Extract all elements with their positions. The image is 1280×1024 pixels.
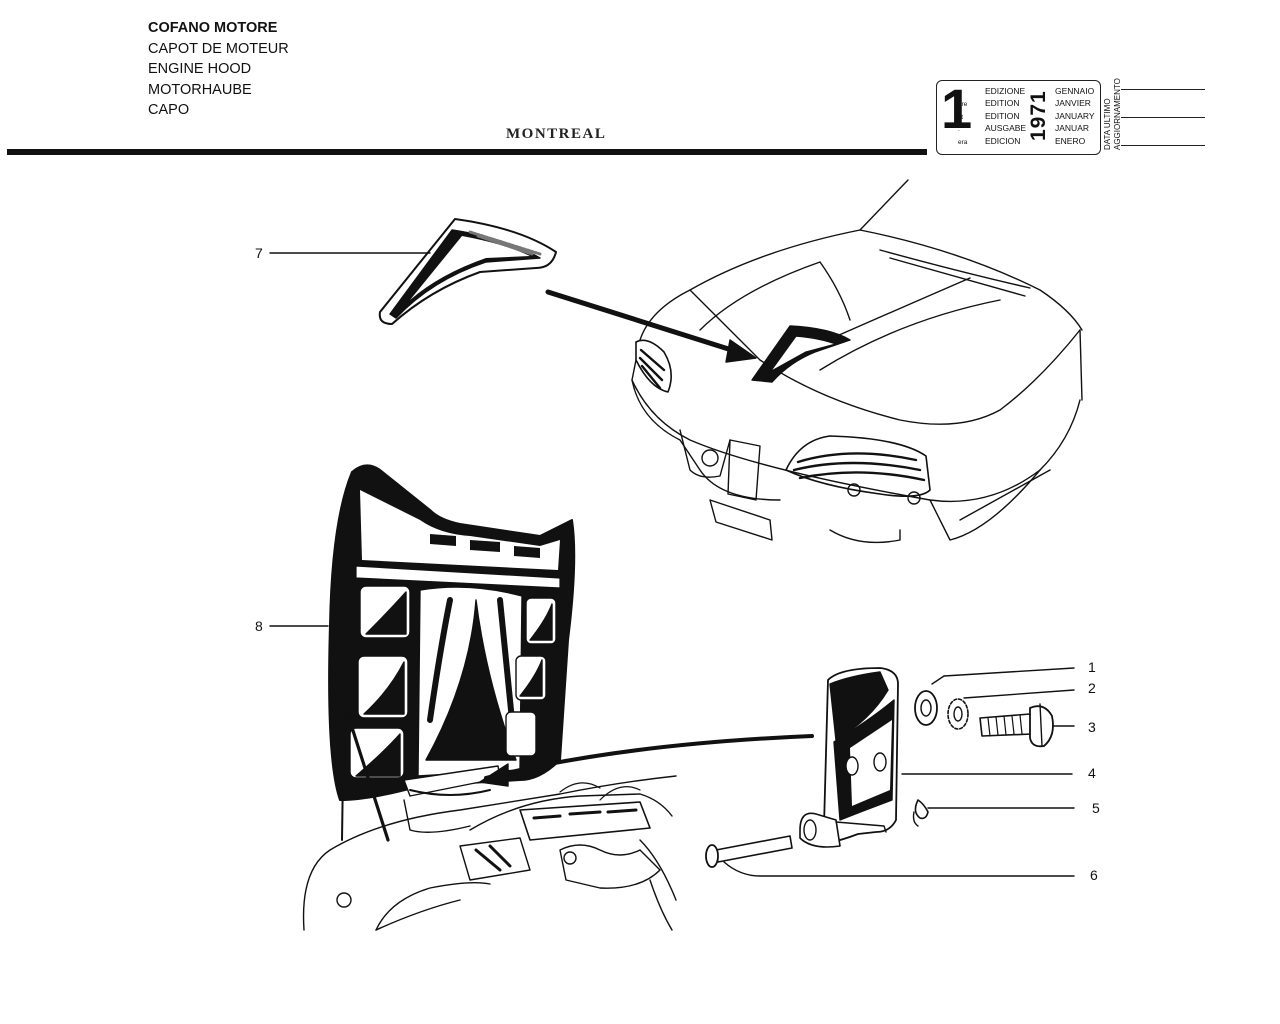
leader-line-6 [723, 861, 1075, 877]
edition-month: ENERO [1055, 135, 1086, 146]
model-name: MONTREAL [506, 126, 607, 142]
car-front-illustration [631, 179, 1083, 544]
callout-4: 4 [1088, 765, 1096, 781]
callout-3: 3 [1088, 719, 1096, 735]
title-block: COFANO MOTORE CAPOT DE MOTEUR ENGINE HOO… [148, 18, 289, 121]
hood-vent-scoop-part [378, 218, 557, 325]
header-rule [7, 149, 927, 155]
edition-label: AUSGABE [985, 123, 1027, 134]
prop-rod-2 [341, 699, 345, 841]
arrow-head [725, 339, 757, 363]
arrow-7-to-car [545, 289, 741, 355]
clip-part [912, 799, 929, 827]
edition-suffix: st [958, 114, 964, 121]
edition-suffix: era [958, 139, 968, 146]
callout-1: 1 [1088, 659, 1096, 675]
edition-suffix: a [958, 89, 962, 96]
lock-washer-part [947, 698, 969, 730]
edition-month: JANVIER [1055, 98, 1091, 109]
edition-number: 1 [941, 77, 973, 140]
title-spanish: CAPO [148, 102, 190, 118]
hinge-bracket-part [799, 667, 899, 848]
edition-label: EDITION [985, 98, 1020, 109]
washer-part [914, 690, 938, 726]
leader-line-1 [943, 667, 1075, 677]
title-english: ENGINE HOOD [148, 61, 252, 77]
engine-hood-inner-panel [328, 464, 576, 801]
title-french: CAPOT DE MOTEUR [148, 40, 289, 57]
hinge-pin-part [705, 835, 793, 868]
update-line [1121, 145, 1205, 146]
edition-label: EDITION [985, 110, 1020, 121]
edition-month: JANUARY [1055, 110, 1095, 121]
arrow-bay-to-hinge [484, 734, 814, 780]
callout-8: 8 [255, 618, 263, 634]
title-italian: COFANO MOTORE [148, 20, 278, 36]
edition-suffix: . [958, 126, 960, 133]
update-line [1121, 89, 1205, 90]
edition-month: JANUAR [1055, 123, 1090, 134]
leader-line-1a [931, 675, 945, 685]
callout-5: 5 [1092, 800, 1100, 816]
leader-line-2 [963, 689, 1075, 699]
edition-months: GENNAIO JANVIER JANUARY JANUAR ENERO [1055, 85, 1095, 147]
arrow-head [479, 763, 509, 787]
bolt-part [979, 703, 1054, 748]
prop-rod [338, 688, 390, 842]
update-line [1121, 117, 1205, 118]
edition-labels: EDIZIONE EDITION EDITION AUSGABE EDICION [985, 85, 1026, 147]
title-german: MOTORHAUBE [148, 81, 252, 98]
edition-label: EDIZIONE [985, 86, 1026, 96]
callout-7: 7 [255, 245, 263, 261]
edition-label: EDICION [985, 135, 1021, 146]
callout-2: 2 [1088, 680, 1096, 696]
edition-suffix: ere [958, 101, 968, 108]
engine-bay-illustration [302, 775, 677, 931]
edition-month: GENNAIO [1055, 86, 1095, 96]
edition-box: 1 a ere st . era EDIZIONE EDITION EDITIO… [936, 77, 1101, 155]
callout-6: 6 [1090, 867, 1098, 883]
